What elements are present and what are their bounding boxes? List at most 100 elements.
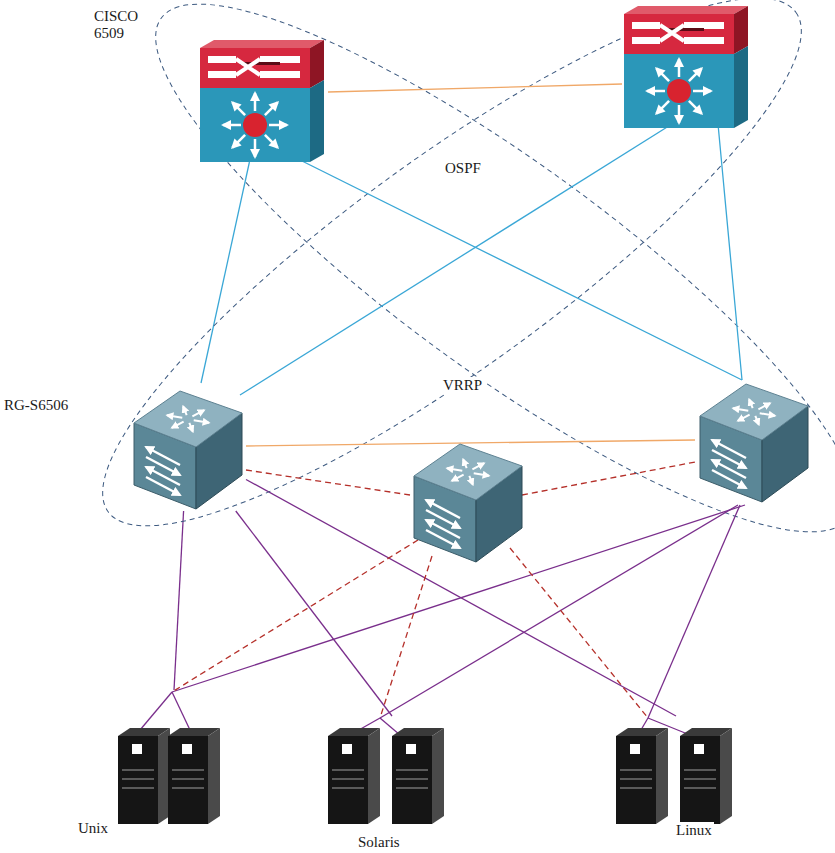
drive-bay (332, 769, 364, 771)
arrow-glyph (452, 475, 464, 481)
arrow-glyph (254, 139, 257, 157)
access-switch-icon (414, 444, 522, 562)
arrow-glyph (189, 423, 193, 432)
server-side (720, 728, 732, 824)
server-side (368, 728, 380, 824)
server-front (616, 736, 656, 824)
server-group: Unix (112, 690, 236, 826)
group-ellipse (46, 0, 835, 597)
protocol-label: OSPF (443, 160, 483, 177)
arrow-glyph (733, 408, 748, 411)
arrow-glyph (755, 416, 759, 425)
panel-bar (684, 37, 724, 44)
protocol-label: VRRP (441, 377, 484, 394)
arrow-glyph (472, 463, 484, 469)
chassis-front (200, 48, 310, 88)
chassis-side (734, 46, 748, 128)
arrow-glyph (269, 124, 287, 127)
server-link (140, 692, 172, 730)
server-link (236, 511, 392, 716)
server-link (174, 511, 184, 690)
drive-bay (620, 787, 652, 789)
switch-top-face (134, 391, 242, 447)
router-core (667, 79, 691, 103)
device-label: Unix (76, 820, 110, 837)
access-switch-icon (700, 384, 808, 502)
arrow-glyph (712, 450, 746, 468)
arrow-glyph (712, 470, 746, 488)
core-switch: CISCO 6509 (200, 38, 326, 162)
arrow-glyph (194, 420, 209, 423)
uplink (300, 160, 742, 380)
drive-bay (684, 778, 716, 780)
drive-bay (122, 769, 154, 771)
arrow-glyph (647, 90, 665, 93)
server-front (118, 736, 158, 824)
arrow-glyph (712, 440, 746, 458)
arrow-glyph (146, 467, 180, 485)
device-label: Linux (674, 822, 714, 839)
server-side (432, 728, 444, 824)
arrow-glyph (678, 105, 681, 123)
arrow-glyph (678, 59, 681, 77)
panel-bar (632, 37, 660, 44)
drive-bay (172, 778, 204, 780)
drive-bay (122, 787, 154, 789)
arrow-glyph (760, 413, 775, 416)
arrow-glyph (463, 459, 467, 468)
server-led (406, 744, 416, 754)
arrow-glyph (426, 500, 460, 518)
backup-link (246, 470, 410, 495)
arrow-glyph (146, 477, 180, 495)
arrow-glyph (474, 473, 489, 476)
chassis-front (624, 14, 734, 54)
server-front (392, 736, 432, 824)
server-front (328, 736, 368, 824)
drive-bay (620, 778, 652, 780)
server-group: Solaris (322, 716, 462, 828)
drive-bay (396, 787, 428, 789)
server-icon (616, 728, 668, 824)
server-led (342, 744, 352, 754)
arrow-glyph (426, 530, 460, 548)
arrow-glyph (183, 406, 187, 415)
server-icon (118, 728, 170, 824)
device-label: RG-S6506 (2, 397, 70, 414)
panel-bar (260, 71, 300, 78)
chassis-side (310, 40, 324, 88)
server-front (168, 736, 208, 824)
server-led (182, 744, 192, 754)
trunk-link (246, 440, 695, 446)
backup-link (510, 548, 648, 718)
panel-cross (660, 25, 684, 41)
chassis-front (624, 54, 734, 128)
arrow-glyph (223, 124, 241, 127)
core-switch-icon (200, 40, 324, 162)
server-led (630, 744, 640, 754)
panel-bar (632, 22, 660, 29)
arrow-glyph (265, 135, 278, 148)
arrow-glyph (447, 468, 462, 471)
arrow-glyph (167, 415, 182, 418)
arrow-glyph (712, 460, 746, 478)
access-switch: RG-S6506 (128, 383, 246, 511)
arrow-glyph (693, 90, 711, 93)
server-link (648, 505, 740, 718)
arrow-glyph (738, 415, 750, 421)
server-front (680, 736, 720, 824)
switch-top-face (414, 444, 522, 500)
arrow-glyph (689, 101, 702, 114)
uplink (718, 124, 742, 380)
chassis-side (734, 6, 748, 54)
server-link (380, 718, 400, 735)
trunk-link (328, 84, 622, 92)
panel-bar (208, 56, 236, 63)
arrow-glyph (265, 102, 278, 115)
arrow-glyph (689, 68, 702, 81)
drive-bay (684, 787, 716, 789)
drive-bay (620, 769, 652, 771)
chassis-top (624, 6, 748, 14)
chassis-side (310, 80, 324, 162)
